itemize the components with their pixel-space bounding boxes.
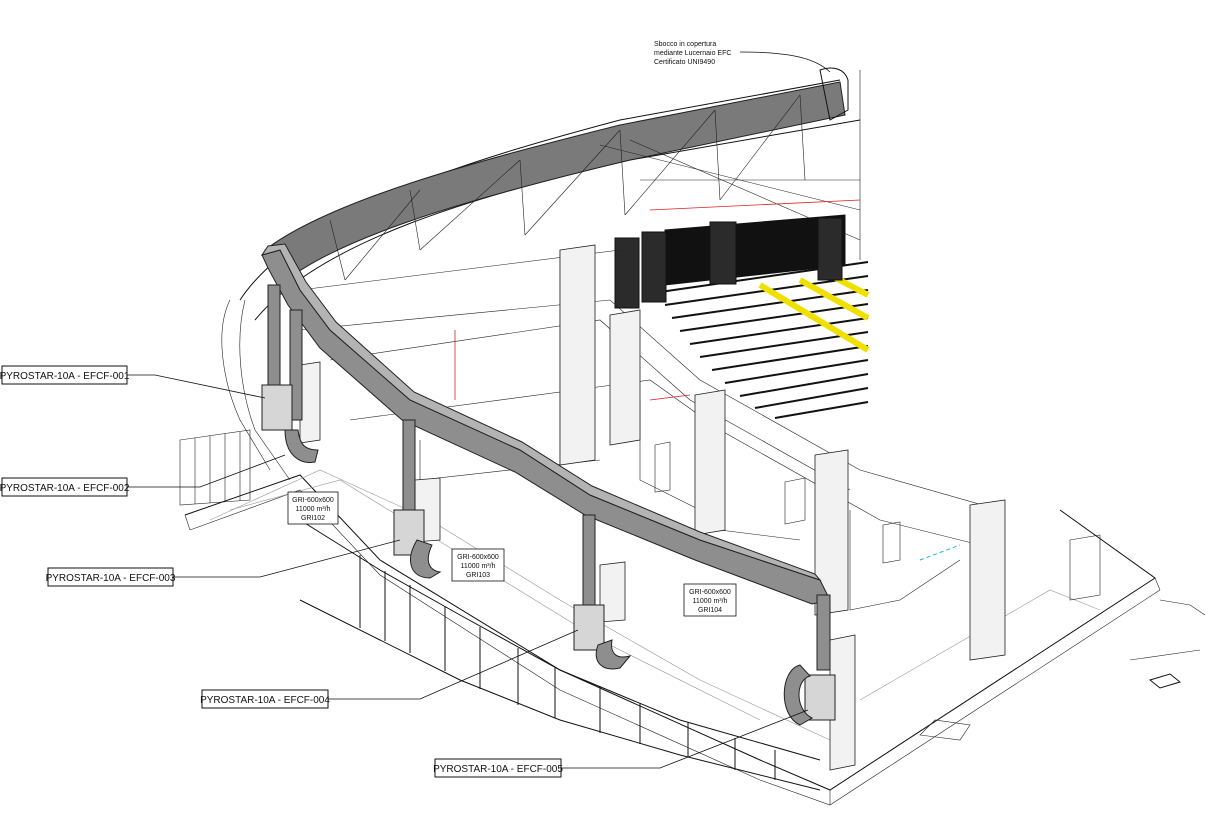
roof-note-line-2: mediante Lucernaio EFC xyxy=(654,50,731,57)
grille-103-line-1: GRI-600x600 xyxy=(457,554,499,561)
grille-label-gri104: GRI-600x600 11000 m³/h GRI104 xyxy=(683,583,737,617)
grille-104-line-2: 11000 m³/h xyxy=(693,598,728,605)
grille-label-gri103: GRI-600x600 11000 m³/h GRI103 xyxy=(451,548,505,582)
grille-104-line-1: GRI-600x600 xyxy=(689,589,731,596)
seat-rows xyxy=(659,261,869,419)
roof-note-line-1: Sbocco in copertura xyxy=(654,41,716,48)
grille-102-line-2: 11000 m³/h xyxy=(296,506,331,513)
hanging-panels xyxy=(614,217,843,309)
roof-outlet-note: Sbocco in copertura mediante Lucernaio E… xyxy=(654,41,831,73)
grille-102-line-1: GRI-600x600 xyxy=(292,497,334,504)
grille-103-line-2: 11000 m³/h xyxy=(461,563,496,570)
callout-efcf-004-label: PYROSTAR-10A - EFCF-004 xyxy=(200,695,330,706)
callout-efcf-002-label: PYROSTAR-10A - EFCF-002 xyxy=(0,483,130,494)
grille-102-line-3: GRI102 xyxy=(301,515,325,522)
callout-efcf-001: PYROSTAR-10A - EFCF-001 xyxy=(0,365,266,399)
callout-efcf-003-label: PYROSTAR-10A - EFCF-003 xyxy=(46,573,176,584)
fan-units xyxy=(261,384,836,726)
curtain-wall xyxy=(179,429,821,791)
callout-efcf-001-label: PYROSTAR-10A - EFCF-001 xyxy=(0,371,130,382)
callout-efcf-005-label: PYROSTAR-10A - EFCF-005 xyxy=(433,764,563,775)
callout-efcf-003: PYROSTAR-10A - EFCF-003 xyxy=(46,539,401,587)
callout-efcf-005: PYROSTAR-10A - EFCF-005 xyxy=(433,709,809,778)
smoke-extraction-duct xyxy=(260,243,831,671)
callout-efcf-004: PYROSTAR-10A - EFCF-004 xyxy=(200,629,579,709)
roof-note-line-3: Certificato UNI9490 xyxy=(654,59,715,66)
grille-103-line-3: GRI103 xyxy=(466,572,490,579)
callout-efcf-002: PYROSTAR-10A - EFCF-002 xyxy=(0,454,286,497)
columns xyxy=(299,244,1006,771)
grille-label-gri102: GRI-600x600 11000 m³/h GRI102 xyxy=(287,491,339,525)
grille-104-line-3: GRI104 xyxy=(698,607,722,614)
